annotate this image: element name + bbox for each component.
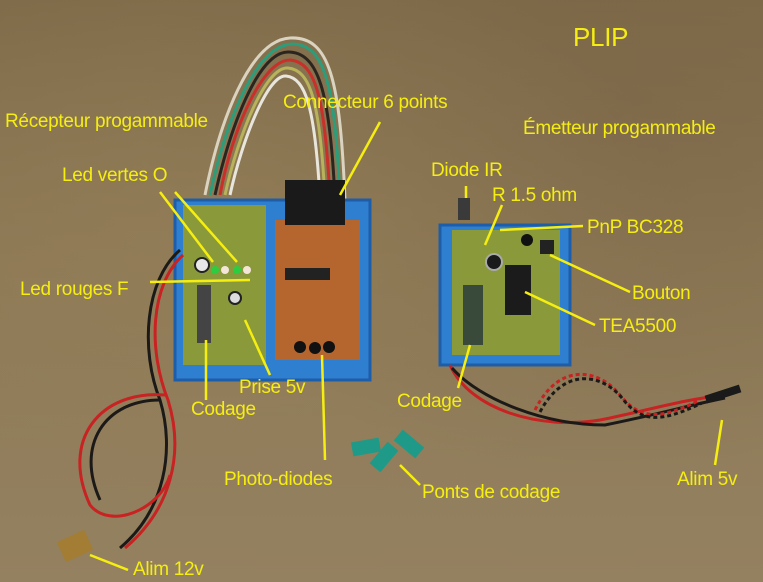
label-connecteur: Connecteur 6 points xyxy=(283,92,448,113)
connector-plug xyxy=(704,384,742,404)
annotation-lines xyxy=(89,121,724,572)
label-ic: TEA5500 xyxy=(599,316,677,337)
label-diode-ir: Diode IR xyxy=(431,160,503,181)
coding-bridges xyxy=(350,429,425,473)
label-transistor: PnP BC328 xyxy=(587,217,684,238)
label-prise: Prise 5v xyxy=(239,377,306,398)
label-alim-5v: Alim 5v xyxy=(677,469,738,490)
label-alim-12v: Alim 12v xyxy=(133,559,204,580)
label-codage-recepteur: Codage xyxy=(191,399,256,420)
label-led-rouges: Led rouges F xyxy=(20,279,129,300)
power-cable-5v xyxy=(448,364,726,427)
label-codage-emetteur: Codage xyxy=(397,391,462,412)
emitter-enclosure xyxy=(438,198,572,367)
label-emetteur: Émetteur progammable xyxy=(523,118,716,139)
label-bouton: Bouton xyxy=(632,283,691,304)
power-cable-12v xyxy=(78,248,185,550)
spade-terminal xyxy=(56,529,94,563)
label-ponts: Ponts de codage xyxy=(422,482,561,503)
label-led-vertes: Led vertes O xyxy=(62,165,168,186)
six-wire-bundle xyxy=(203,36,347,201)
label-recepteur: Récepteur progammable xyxy=(5,111,208,132)
label-resistance: R 1.5 ohm xyxy=(492,185,577,206)
page-title: PLIP xyxy=(573,22,629,52)
label-photo-diodes: Photo-diodes xyxy=(224,469,333,490)
